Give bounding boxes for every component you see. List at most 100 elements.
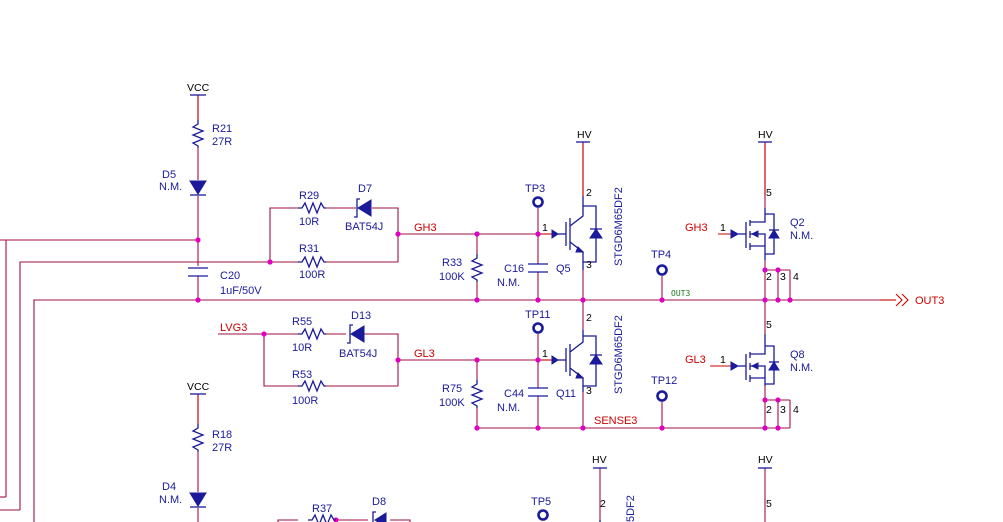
igbt-q11 [551,330,603,392]
q8-ref: Q8 [790,349,805,361]
net-out3-port: OUT3 [915,295,944,307]
r37-ref: R37 [312,503,332,515]
q5-pin-1: 1 [542,222,548,234]
tp3-ref: TP3 [525,183,545,195]
net-labels: GH3 GH3 GL3 GL3 LVG3 OUT3 OUT3 SENSE3 [220,222,944,427]
c20-value: 1uF/50V [220,285,262,297]
r53-ref: R53 [292,369,312,381]
r18-ref: R18 [212,429,232,441]
q11-pin-3: 3 [586,385,592,397]
hv-label-q2: HV [758,129,773,141]
q8-pin-4: 4 [793,404,799,416]
d5-ref: D5 [162,169,176,181]
r53-value: 100R [292,395,318,407]
tp11-ref: TP11 [525,309,550,321]
q2-pin-5: 5 [766,187,772,199]
tp5-symbol [537,509,549,521]
r31-symbol [298,255,326,269]
vcc-label-top: VCC [187,82,210,94]
net-out3-small: OUT3 [671,289,690,298]
igbt-q5 [551,196,603,270]
q2-pin-3: 3 [780,271,786,283]
r33-ref: R33 [442,257,462,269]
pin-leads [197,95,766,424]
d7-ref: D7 [358,183,372,195]
q2-value: N.M. [790,230,813,242]
d4-ref: D4 [162,481,176,493]
test-points [532,196,668,521]
out3-port [880,293,909,307]
q8-pin-3: 3 [780,404,786,416]
r53-symbol [298,379,326,393]
q8-pin-2: 2 [766,404,772,416]
tp12-ref: TP12 [651,375,677,387]
c44-ref: C44 [504,388,524,400]
capacitors [188,263,548,397]
resistors [191,120,484,522]
r33-symbol [470,254,484,282]
r21-value: 27R [212,136,232,148]
q11-pin-2: 2 [586,312,592,324]
r75-ref: R75 [442,383,462,395]
q5-pin-3: 3 [586,259,592,271]
d7-symbol [357,199,372,217]
net-gh3-right: GH3 [685,222,708,234]
r37-symbol [308,513,336,522]
q2-pin-4: 4 [793,271,799,283]
tp11-symbol [532,322,544,334]
qb2-pin-5: 5 [766,498,772,510]
r55-symbol [298,327,326,341]
r21-symbol [191,120,205,148]
c44-value: N.M. [497,402,520,414]
component-labels: R21 27R D5 N.M. C20 1uF/50V R29 10R D7 B… [159,123,813,522]
q2-ref: Q2 [790,217,805,229]
net-lvg3: LVG3 [220,322,247,334]
r55-ref: R55 [292,316,312,328]
q5-value: STGD6M65DF2 [613,187,625,266]
hv-label-q5: HV [577,129,592,141]
mosfet-q8 [730,334,780,386]
q8-value: N.M. [790,362,813,374]
tp5-ref: TP5 [531,496,551,508]
tp4-ref: TP4 [651,249,671,261]
tp4-symbol [656,264,668,276]
pin-numbers: 2 1 3 5 1 2 3 4 2 1 3 5 1 2 3 4 2 5 [542,187,799,510]
d5-symbol [189,180,207,195]
q2-pin-1: 1 [720,222,726,234]
r75-symbol [470,380,484,408]
wires [0,95,880,522]
r29-ref: R29 [299,190,319,202]
q11-ref: Q11 [556,388,576,400]
d13-ref: D13 [351,310,371,322]
tp3-symbol [532,196,544,208]
c20-ref: C20 [220,270,240,282]
r31-value: 100R [299,269,325,281]
d8-ref: D8 [372,496,386,508]
net-gh3-left: GH3 [414,222,437,234]
q11-value: STGD6M65DF2 [613,315,625,394]
junction-dots [195,231,793,522]
r21-ref: R21 [212,123,232,135]
q5-pin-2: 2 [586,187,592,199]
r55-value: 10R [292,342,312,354]
q8-pin-5: 5 [766,319,772,331]
d4-value: N.M. [159,494,182,506]
q5-ref: Q5 [556,263,571,275]
mosfet-q2 [730,208,780,260]
qb-pin-2: 2 [600,498,606,510]
q2-pin-2: 2 [766,271,772,283]
net-sense3: SENSE3 [594,415,637,427]
hv-label-bottom-left: HV [592,454,607,466]
tp12-symbol [656,390,668,402]
diodes [189,180,387,522]
net-gl3-left: GL3 [414,348,435,360]
d4-symbol [189,492,207,507]
q11-pin-1: 1 [542,348,548,360]
r29-symbol [298,201,326,215]
power-labels: VCC VCC HV HV HV HV [187,82,773,469]
r75-value: 100K [439,397,465,409]
d13-value: BAT54J [339,348,377,360]
d8-symbol [374,512,387,522]
r29-value: 10R [299,216,319,228]
